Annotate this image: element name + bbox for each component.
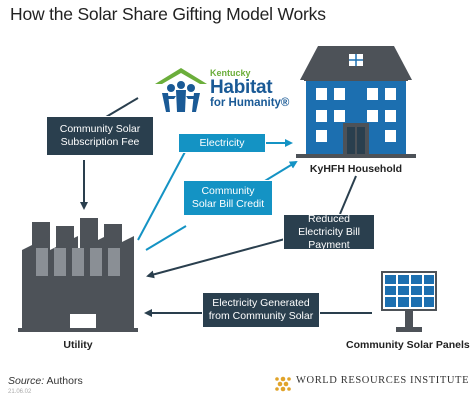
publisher-name: WORLD RESOURCES INSTITUTE (296, 375, 470, 386)
house-icon (296, 46, 416, 158)
arrow-credit-lower (145, 225, 187, 251)
node-label-solar-panels: Community Solar Panels (346, 339, 470, 351)
source-note: Source: Authors (8, 375, 83, 387)
page-title: How the Solar Share Gifting Model Works (10, 4, 326, 24)
label-reduced-bill: Reduced Electricity Bill Payment (283, 213, 375, 251)
label-electricity-generated: Electricity Generated from Community Sol… (202, 292, 320, 328)
arrow-reduced-bill-top (339, 175, 357, 215)
node-label-utility: Utility (63, 339, 93, 351)
source-value: Authors (44, 375, 83, 387)
figure-code: 21.06.02 (8, 389, 32, 395)
label-bill-credit: Community Solar Bill Credit (183, 180, 273, 216)
habitat-logo-icon (155, 68, 207, 112)
arrow-electricity-lower (137, 149, 187, 241)
logo-kentucky: Kentucky (210, 68, 251, 78)
node-label-household: KyHFH Household (309, 163, 403, 175)
arrow-reduced-bill (146, 235, 297, 279)
source-label: Source: (8, 375, 45, 387)
wri-logo-icon (275, 376, 291, 392)
label-electricity: Electricity (178, 133, 266, 153)
label-subscription-fee: Community Solar Subscription Fee (46, 116, 154, 156)
factory-icon (18, 218, 138, 332)
logo-for-humanity: for Humanity® (210, 97, 290, 109)
solar-panel-icon (381, 271, 437, 332)
logo-habitat: Habitat (210, 77, 273, 98)
